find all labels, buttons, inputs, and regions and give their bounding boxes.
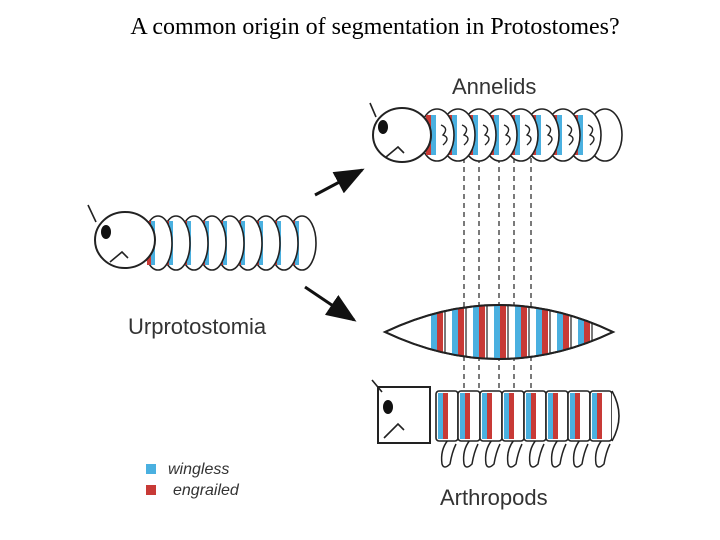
engrailed-stripe — [437, 305, 443, 359]
arthropod-segments — [435, 390, 620, 442]
arthropod-embryo — [382, 304, 616, 360]
arthropods-label: Arthropods — [440, 485, 548, 510]
engrailed-stripe — [443, 393, 448, 439]
wingless-stripe — [526, 393, 531, 439]
arthropod-leg — [528, 439, 545, 468]
wingless-stripe — [578, 305, 584, 359]
legend-engrailed-swatch — [146, 485, 156, 495]
slide-title: A common origin of segmentation in Proto… — [130, 14, 620, 40]
engrailed-stripe — [553, 393, 558, 439]
engrailed-stripe — [542, 305, 548, 359]
urprotostomia-mouth — [109, 250, 129, 263]
arthropod-antenna — [371, 379, 383, 393]
wingless-stripe — [515, 305, 521, 359]
annelid-head — [372, 107, 432, 163]
wingless-stripe — [431, 115, 436, 155]
legend-wingless-swatch — [146, 464, 156, 474]
parapodium — [482, 124, 490, 146]
legend-engrailed-label: engrailed — [173, 482, 240, 499]
urprotostomia-antenna — [87, 204, 97, 223]
engrailed-stripe — [458, 305, 464, 359]
annelids-label: Annelids — [452, 74, 536, 99]
wingless-stripe — [494, 305, 500, 359]
arthropod-mouth — [383, 422, 405, 439]
wingless-stripe — [548, 393, 553, 439]
parapodium — [566, 124, 574, 146]
annelid-segments — [419, 108, 623, 162]
engrailed-stripe — [521, 305, 527, 359]
engrailed-stripe — [500, 305, 506, 359]
engrailed-stripe — [509, 393, 514, 439]
arthropod-eye — [383, 400, 393, 414]
arthropod-head — [377, 386, 431, 444]
arthropod-leg — [462, 439, 479, 468]
parapodium — [524, 124, 532, 146]
engrailed-stripe — [479, 305, 485, 359]
wingless-stripe — [570, 393, 575, 439]
engrailed-stripe — [563, 305, 569, 359]
arthropod-leg — [506, 439, 523, 468]
wingless-stripe — [482, 393, 487, 439]
engrailed-stripe — [597, 393, 602, 439]
parapodium — [545, 124, 553, 146]
parapodium — [461, 124, 469, 146]
wingless-stripe — [536, 305, 542, 359]
parapodium — [587, 124, 595, 146]
wingless-stripe — [438, 393, 443, 439]
arrow-to-arthropods — [304, 285, 357, 322]
annelid-mouth — [385, 145, 405, 158]
wingless-stripe — [452, 305, 458, 359]
urprotostomia-worm — [87, 204, 317, 271]
wingless-stripe — [557, 305, 563, 359]
wingless-stripe — [460, 393, 465, 439]
wingless-stripe — [473, 305, 479, 359]
arthropod-leg — [484, 439, 501, 468]
arrow-to-annelids — [314, 168, 365, 197]
arthropod-body — [371, 379, 620, 468]
homology-dashed-lines — [463, 158, 532, 435]
arthropod-tail — [611, 390, 620, 442]
urprotostomia-segments — [143, 215, 317, 271]
legend-wingless-label: wingless — [168, 461, 229, 478]
arthropod-leg — [594, 439, 611, 468]
urprotostomia-eye — [101, 225, 111, 239]
annelid-worm — [369, 102, 623, 163]
engrailed-stripe — [487, 393, 492, 439]
urprotostomia-head — [94, 211, 156, 269]
embryo-stripes — [431, 305, 593, 359]
arthropod-leg — [550, 439, 567, 468]
urprotostomia-label: Urprotostomia — [128, 314, 267, 339]
wingless-stripe — [431, 305, 437, 359]
arthropod-leg — [440, 439, 457, 468]
arthropod-leg — [572, 439, 589, 468]
annelid-eye — [378, 120, 388, 134]
wingless-stripe — [504, 393, 509, 439]
parapodium — [440, 124, 448, 146]
engrailed-stripe — [531, 393, 536, 439]
engrailed-stripe — [584, 305, 590, 359]
legend: wingless engrailed — [146, 461, 240, 499]
engrailed-stripe — [575, 393, 580, 439]
wingless-stripe — [592, 393, 597, 439]
engrailed-stripe — [465, 393, 470, 439]
parapodium — [503, 124, 511, 146]
annelid-antenna — [369, 102, 377, 118]
arthropod-legs — [440, 439, 611, 468]
